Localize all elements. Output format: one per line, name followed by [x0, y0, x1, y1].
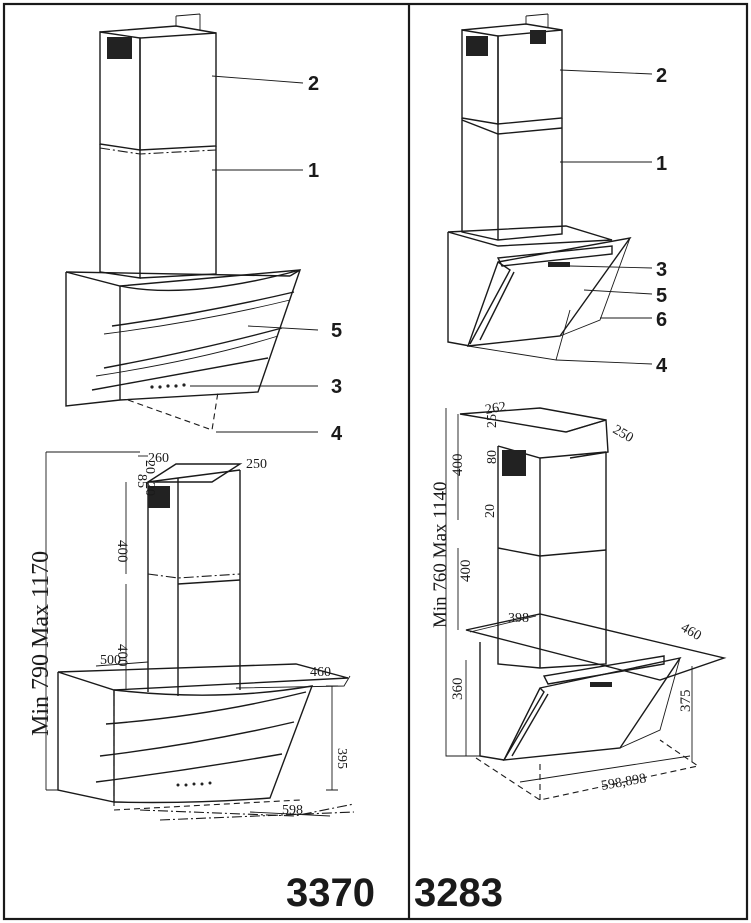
dim-chimney-lower: 400 — [114, 644, 130, 667]
callout-5: 5 — [331, 320, 342, 342]
left-callouts: 2 1 5 3 4 — [308, 73, 343, 445]
dim-top-depth: 260 — [148, 451, 169, 466]
callout-6-right: 6 — [656, 309, 667, 331]
dim-chimney-lower-right: 400 — [458, 560, 474, 583]
callout-2-right: 2 — [656, 65, 667, 87]
callout-4-right: 4 — [656, 355, 668, 377]
callout-1: 1 — [308, 160, 319, 182]
callout-1-right: 1 — [656, 153, 667, 175]
dim-body-height: 395 — [334, 748, 349, 769]
callout-5-right: 5 — [656, 285, 667, 307]
dim-chimney-upper-right: 400 — [450, 454, 466, 477]
dim-small-top: 20 — [142, 460, 157, 474]
callout-2: 2 — [308, 73, 319, 95]
dim-front-height-right: 375 — [678, 690, 694, 713]
right-dimension-view — [445, 407, 727, 801]
left-dimension-view — [45, 451, 355, 821]
dim-chimney-upper: 400 — [114, 540, 130, 563]
callout-3: 3 — [331, 376, 342, 398]
dim-small-mid: 20 — [142, 482, 157, 496]
dim-top-depth-right: 262 — [484, 400, 507, 418]
vent-grille-icon-right — [466, 36, 488, 56]
right-exploded-view — [447, 13, 653, 365]
vent-grille-icon-dim — [148, 486, 170, 508]
dim-top-width: 250 — [246, 457, 267, 472]
range-vertical-label: Min 790 Max 1170 — [28, 551, 54, 736]
right-dimension-labels: Min 760 Max 1140 262 250 25 80 20 400 40… — [430, 400, 704, 794]
dim-top-width-right: 250 — [610, 422, 636, 445]
dim-body-width-right: 598,898 — [600, 771, 647, 794]
left-model-number: 3370 — [286, 871, 375, 915]
right-model-number: 3283 — [414, 871, 503, 915]
dim-bracket: 85 — [134, 474, 149, 488]
dim-small-mid-right: 20 — [483, 504, 498, 518]
dim-body-side: 460 — [310, 665, 331, 680]
vent-grille-icon-right-dim — [502, 450, 526, 476]
range-vertical-label-right: Min 760 Max 1140 — [430, 481, 451, 628]
vent-grille-icon — [107, 37, 132, 59]
dim-base-depth-right: 398 — [508, 611, 529, 626]
dim-bracket-right: 80 — [485, 450, 500, 464]
dim-body-depth: 500 — [100, 653, 121, 668]
dim-body-width: 598 — [282, 803, 303, 818]
left-exploded-view — [65, 13, 319, 433]
callout-4: 4 — [331, 423, 343, 445]
right-callouts: 2 1 3 5 6 4 — [656, 65, 668, 377]
dim-base-side-right: 460 — [678, 620, 704, 643]
left-dimension-labels: Min 790 Max 1170 260 250 20 85 20 400 40… — [28, 451, 349, 818]
callout-3-right: 3 — [656, 259, 667, 281]
dim-side-height-right: 360 — [450, 678, 466, 701]
dim-small-top-right: 25 — [485, 414, 500, 428]
